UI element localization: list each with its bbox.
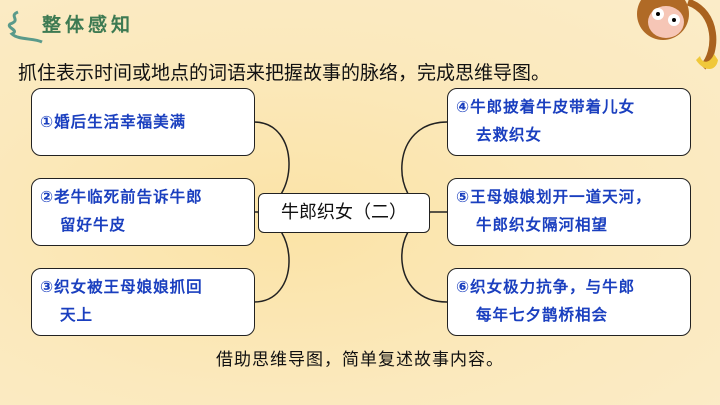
section-heading: 整体感知 — [42, 14, 135, 36]
node-text-line2: 牛郎织女隔河相望 — [476, 216, 609, 234]
left-node-2: ②老牛临死前告诉牛郎留好牛皮 — [31, 178, 255, 246]
node-text-line2: 每年七夕鹊桥相会 — [476, 306, 609, 324]
node-text: ④牛郎披着牛皮带着儿女 — [456, 98, 636, 116]
left-node-1: ①婚后生活幸福美满 — [31, 88, 255, 156]
node-text: ②老牛临死前告诉牛郎 — [40, 188, 203, 206]
node-text: ⑥织女极力抗争，与牛郎 — [456, 278, 636, 296]
node-text: ③织女被王母娘娘抓回 — [40, 278, 203, 296]
node-text-line2: 天上 — [60, 306, 94, 324]
cloud-swirl-icon — [7, 10, 43, 44]
bottom-instruction: 借助思维导图，简单复述故事内容。 — [216, 350, 504, 370]
right-node-4: ④牛郎披着牛皮带着儿女去救织女 — [447, 88, 691, 156]
node-text: ⑤王母娘娘划开一道天河， — [456, 188, 652, 206]
node-text-line2: 去救织女 — [476, 126, 543, 144]
left-node-3: ③织女被王母娘娘抓回天上 — [31, 268, 255, 336]
right-node-5: ⑤王母娘娘划开一道天河， 牛郎织女隔河相望 — [447, 178, 691, 246]
center-topic: 牛郎织女（二） — [258, 193, 430, 233]
instruction-text: 抓住表示时间或地点的词语来把握故事的脉络，完成思维导图。 — [18, 62, 551, 84]
right-node-6: ⑥织女极力抗争，与牛郎每年七夕鹊桥相会 — [447, 268, 691, 336]
node-text-line2: 留好牛皮 — [60, 216, 127, 234]
monkey-mascot-icon — [637, 0, 718, 70]
node-text: ①婚后生活幸福美满 — [40, 113, 187, 131]
